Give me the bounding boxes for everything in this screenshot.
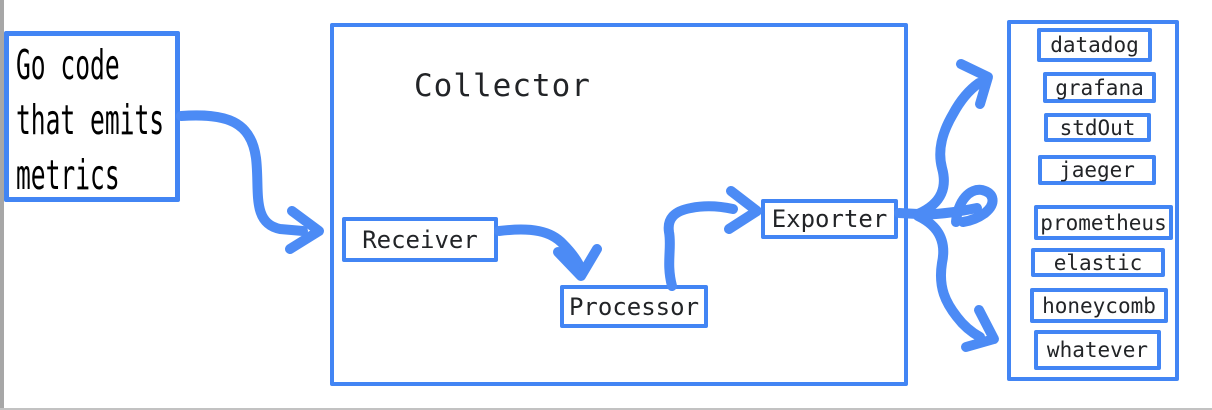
destination-label: elastic: [1053, 250, 1143, 275]
destination-box-whatever: whatever: [1034, 330, 1161, 370]
source-code-line: Go code: [16, 41, 120, 89]
destination-label: prometheus: [1040, 210, 1167, 235]
processor-label: Processor: [568, 292, 700, 321]
destination-label: grafana: [1055, 75, 1144, 100]
arrow-exporter-to-destinations-bottom-icon: [913, 211, 999, 352]
exporter-label: Exporter: [771, 205, 888, 233]
destinations-box: [1007, 20, 1179, 381]
receiver-label: Receiver: [362, 225, 478, 254]
arrow-exporter-to-destinations-top-icon: [913, 59, 993, 219]
window-bottom-edge: [0, 408, 1212, 410]
destination-box-jaeger: jaeger: [1038, 155, 1156, 185]
exporter-box: Exporter: [761, 199, 898, 239]
receiver-box: Receiver: [342, 217, 498, 262]
window-left-edge: [0, 0, 4, 410]
processor-box: Processor: [560, 285, 708, 328]
destination-box-prometheus: prometheus: [1034, 205, 1173, 240]
destination-label: jaeger: [1059, 158, 1135, 182]
destination-box-stdout: stdOut: [1044, 113, 1151, 142]
destination-box-honeycomb: honeycomb: [1030, 288, 1168, 323]
collector-box: [330, 23, 908, 386]
collector-title: Collector: [414, 68, 591, 104]
source-code-text: Go code that emits metrics: [16, 38, 164, 203]
source-code-line: metrics: [16, 151, 120, 199]
destination-label: honeycomb: [1042, 293, 1156, 318]
source-code-line: that emits: [16, 96, 165, 144]
destination-label: stdOut: [1059, 115, 1136, 140]
source-code-box: Go code that emits metrics: [4, 31, 180, 202]
destination-label: whatever: [1046, 338, 1149, 362]
destination-box-datadog: datadog: [1037, 28, 1152, 62]
destination-box-grafana: grafana: [1043, 72, 1156, 103]
destination-label: datadog: [1050, 33, 1139, 57]
arrow-exporter-to-destinations-middle-icon: [913, 184, 998, 227]
destination-box-elastic: elastic: [1031, 248, 1165, 277]
arrow-source-to-receiver-icon: [176, 110, 324, 254]
